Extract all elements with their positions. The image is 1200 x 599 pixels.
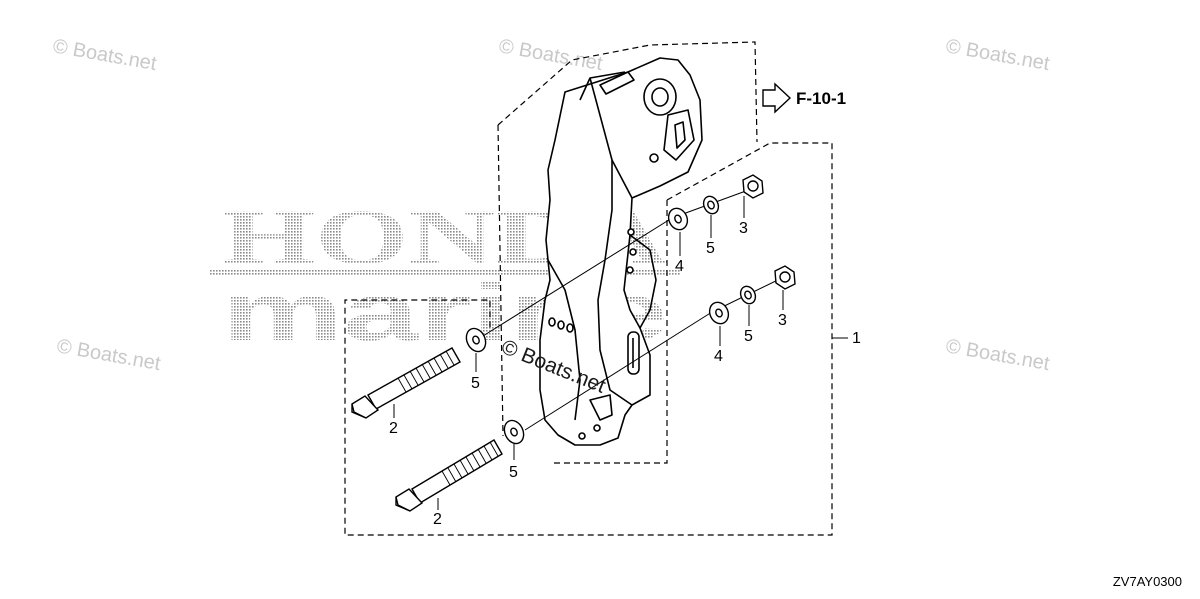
watermark-text: © Boats.net — [944, 335, 1051, 375]
callout-2-lower: 2 — [433, 511, 442, 528]
bolt-upper — [351, 347, 461, 419]
arrow-right-icon — [762, 82, 792, 114]
watermark-text: © Boats.net — [55, 335, 162, 375]
bracket-outline-left — [497, 124, 504, 437]
leader-lines — [393, 196, 848, 510]
watermark-text: © Boats.net — [497, 35, 604, 75]
callout-3-lower: 3 — [778, 312, 787, 329]
bracket — [539, 57, 703, 446]
nuts — [742, 174, 796, 290]
kit-outline — [344, 142, 833, 536]
assembly-outlines — [344, 41, 833, 536]
callout-5-left-lower: 5 — [509, 464, 518, 481]
kit-outline-inner — [550, 200, 668, 464]
callout-4-upper: 4 — [675, 258, 684, 275]
reference-link[interactable]: F-10-1 — [796, 89, 846, 108]
bracket-outline — [497, 41, 758, 143]
callout-5-right-lower: 5 — [744, 328, 753, 345]
watermark-text: © Boats.net — [51, 35, 158, 75]
reference-arrow[interactable]: F-10-1 — [762, 82, 846, 114]
callout-5-left-upper: 5 — [471, 375, 480, 392]
bolt-lower — [395, 439, 503, 512]
diagram-code: ZV7AY0300 — [1112, 574, 1182, 589]
callout-1: 1 — [852, 330, 861, 347]
callout-2-upper: 2 — [389, 420, 398, 437]
callouts: 1 2 2 3 3 4 4 5 5 5 5 — [389, 220, 861, 528]
watermark-text: © Boats.net — [944, 35, 1051, 75]
callout-3-upper: 3 — [739, 220, 748, 237]
callout-5-right-upper: 5 — [706, 240, 715, 257]
washers — [465, 195, 757, 445]
callout-4-lower: 4 — [714, 348, 723, 365]
